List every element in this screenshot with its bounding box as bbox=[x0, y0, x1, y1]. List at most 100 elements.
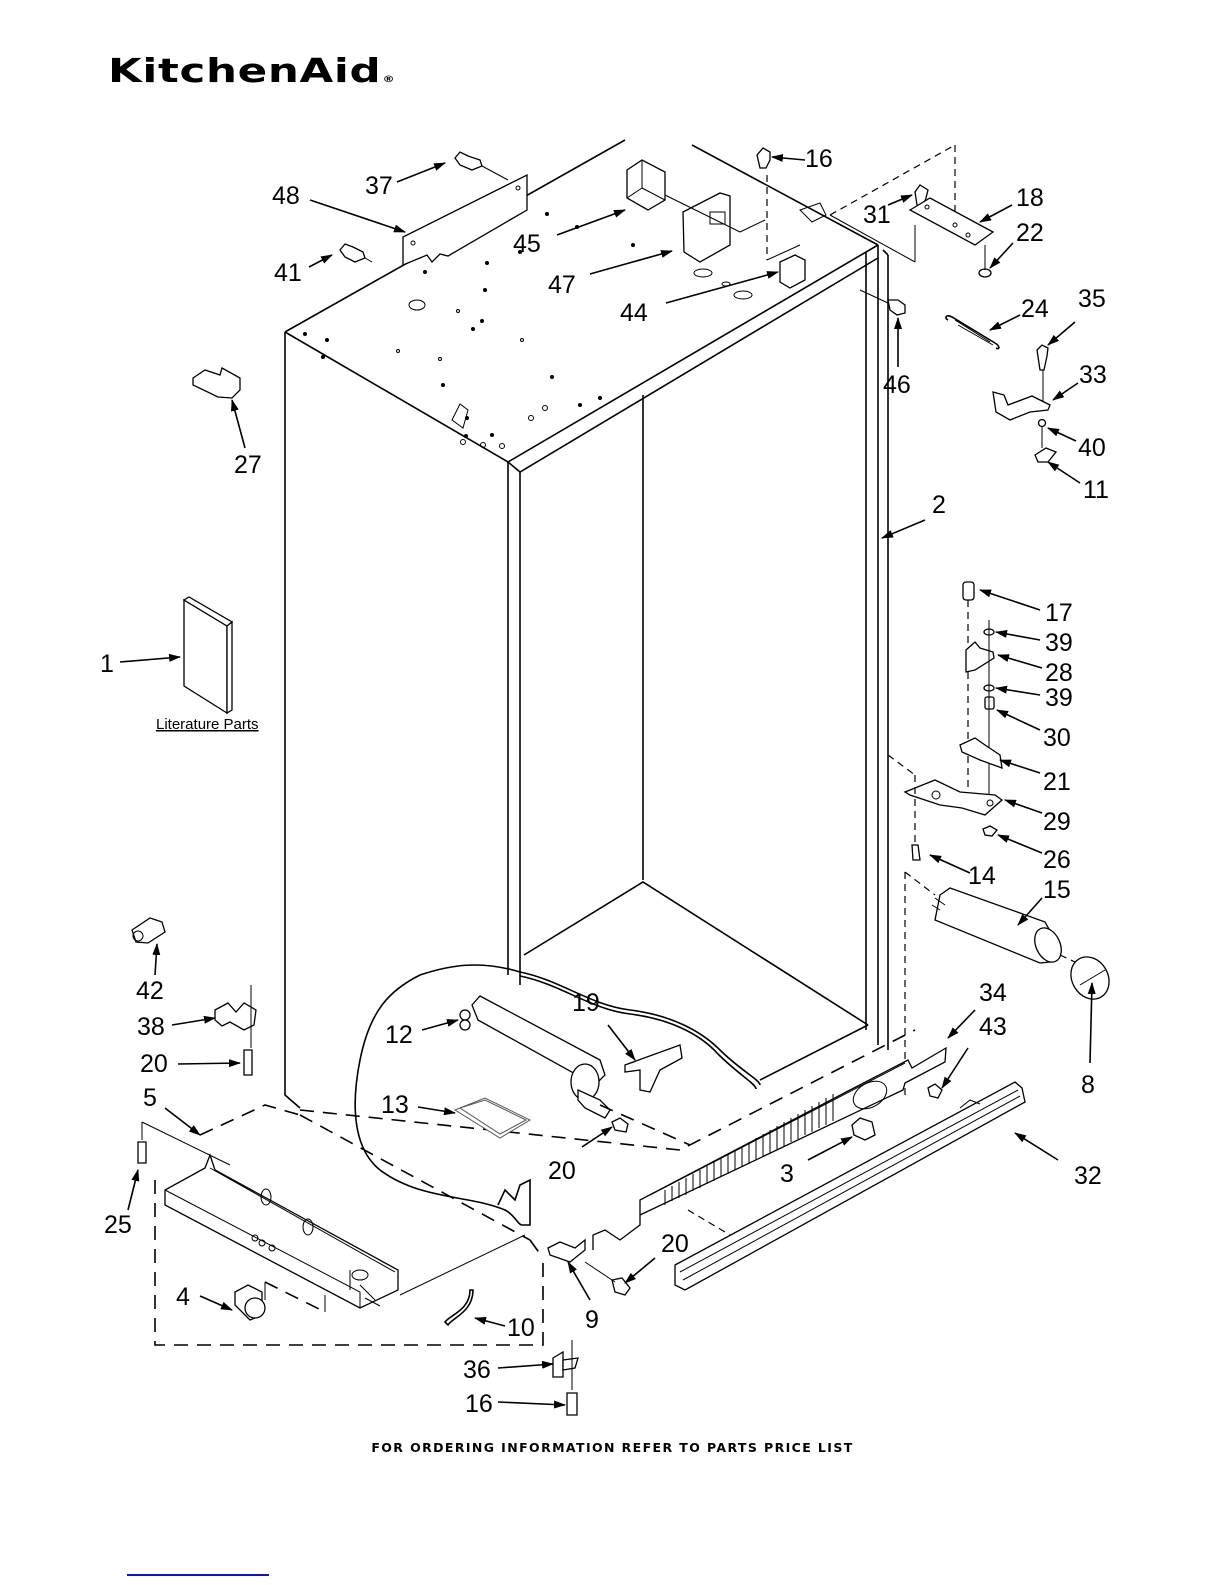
callout-19: 19 bbox=[572, 989, 600, 1017]
drawing-stroke bbox=[955, 320, 993, 345]
callout-31: 31 bbox=[863, 201, 891, 229]
bracket-11 bbox=[1035, 448, 1056, 462]
callout-20-center: 20 bbox=[548, 1157, 576, 1185]
callout-11: 11 bbox=[1083, 476, 1109, 504]
drawing-stroke bbox=[550, 375, 554, 379]
drawing-stroke bbox=[625, 1045, 682, 1092]
drawing-stroke bbox=[215, 1003, 256, 1030]
drawing-stroke bbox=[905, 780, 1002, 815]
drawing-stroke bbox=[998, 655, 1042, 668]
base-frame bbox=[165, 1155, 398, 1308]
drawing-stroke bbox=[461, 440, 466, 445]
ordering-note: FOR ORDERING INFORMATION REFER TO PARTS … bbox=[0, 1440, 1225, 1455]
drawing-stroke bbox=[928, 1084, 942, 1098]
drawing-stroke bbox=[480, 319, 484, 323]
drawing-stroke bbox=[990, 243, 1013, 268]
drawing-stroke bbox=[1005, 800, 1042, 813]
drawing-stroke bbox=[132, 918, 165, 943]
drawing-stroke bbox=[983, 826, 997, 836]
callout-46: 46 bbox=[883, 371, 911, 399]
drawing-stroke bbox=[997, 710, 1040, 730]
callout-44: 44 bbox=[620, 299, 648, 327]
callout-28: 28 bbox=[1045, 659, 1073, 687]
top-electrical-parts bbox=[627, 160, 826, 299]
drawing-stroke bbox=[155, 944, 157, 975]
drawing-stroke bbox=[520, 976, 756, 1089]
drawing-stroke bbox=[138, 1142, 146, 1163]
drawing-stroke bbox=[888, 195, 912, 205]
callout-26: 26 bbox=[1043, 846, 1071, 874]
drawing-stroke bbox=[165, 1155, 398, 1308]
drawing-stroke bbox=[460, 1010, 470, 1020]
drawing-stroke bbox=[612, 1118, 628, 1132]
drawing-stroke bbox=[464, 434, 468, 438]
drawing-stroke bbox=[980, 205, 1012, 222]
drawing-stroke bbox=[200, 1105, 300, 1135]
callout-20-left: 20 bbox=[140, 1050, 168, 1078]
callout-38: 38 bbox=[137, 1013, 165, 1041]
drawing-stroke bbox=[990, 315, 1020, 330]
drawing-stroke bbox=[598, 396, 602, 400]
drawing-stroke bbox=[490, 433, 494, 437]
callout-15: 15 bbox=[1043, 876, 1071, 904]
callout-45: 45 bbox=[513, 230, 541, 258]
callout-22: 22 bbox=[1016, 219, 1044, 247]
drawing-stroke bbox=[397, 350, 400, 353]
callout-36: 36 bbox=[463, 1356, 491, 1384]
cabinet bbox=[285, 140, 888, 1108]
lower-hinge-parts bbox=[888, 582, 1002, 860]
drawing-stroke bbox=[485, 261, 489, 265]
callout-24: 24 bbox=[1021, 295, 1049, 323]
drawing-stroke bbox=[963, 582, 974, 600]
drawing-stroke bbox=[309, 255, 332, 267]
drawing-stroke bbox=[852, 1118, 875, 1140]
drawing-stroke bbox=[966, 642, 994, 672]
drawing-stroke bbox=[321, 355, 325, 359]
callout-41: 41 bbox=[274, 259, 302, 287]
drawing-stroke bbox=[178, 1063, 240, 1064]
drawing-stroke bbox=[1048, 462, 1080, 483]
callout-14: 14 bbox=[968, 862, 996, 890]
drawing-stroke bbox=[475, 1318, 505, 1326]
drawing-stroke bbox=[172, 1018, 215, 1025]
callout-30: 30 bbox=[1043, 724, 1071, 752]
callout-34: 34 bbox=[979, 979, 1007, 1007]
drawing-stroke bbox=[930, 855, 970, 873]
page-link-underline[interactable] bbox=[127, 1574, 269, 1576]
callout-8: 8 bbox=[1081, 1071, 1095, 1099]
drawing-stroke bbox=[1053, 383, 1078, 400]
drawing-stroke bbox=[232, 400, 245, 448]
drawing-stroke bbox=[455, 152, 482, 170]
drawing-stroke bbox=[529, 416, 534, 421]
drawing-stroke bbox=[422, 1020, 458, 1030]
callout-13: 13 bbox=[381, 1091, 409, 1119]
drawing-stroke bbox=[418, 1107, 455, 1113]
callout-16-bottom: 16 bbox=[465, 1390, 493, 1418]
drawing-stroke bbox=[563, 1358, 578, 1370]
callout-43: 43 bbox=[979, 1013, 1007, 1041]
grille-parts bbox=[593, 1048, 1025, 1290]
callout-25: 25 bbox=[104, 1211, 132, 1239]
drawing-stroke bbox=[397, 163, 445, 182]
drawing-stroke bbox=[200, 1296, 232, 1310]
drawing-stroke bbox=[457, 310, 460, 313]
drawing-stroke bbox=[888, 755, 915, 845]
drawing-stroke bbox=[688, 1210, 730, 1235]
drawing-stroke bbox=[548, 1240, 585, 1262]
drawing-stroke bbox=[400, 1235, 525, 1295]
callout-33: 33 bbox=[1079, 361, 1107, 389]
clip-27-part bbox=[193, 368, 240, 398]
callout-27: 27 bbox=[234, 451, 262, 479]
drawing-stroke bbox=[1015, 1133, 1058, 1160]
drawing-stroke bbox=[365, 258, 372, 262]
drawing-stroke bbox=[165, 1108, 200, 1135]
drawing-stroke bbox=[760, 1025, 868, 1080]
drawing-stroke bbox=[1060, 955, 1075, 962]
callout-1: 1 bbox=[100, 650, 114, 678]
drawing-stroke bbox=[1048, 322, 1075, 345]
drawing-stroke bbox=[996, 632, 1040, 640]
drawing-stroke bbox=[1063, 950, 1116, 1006]
rail-48-part bbox=[403, 175, 527, 265]
drawing-stroke bbox=[245, 1298, 265, 1318]
